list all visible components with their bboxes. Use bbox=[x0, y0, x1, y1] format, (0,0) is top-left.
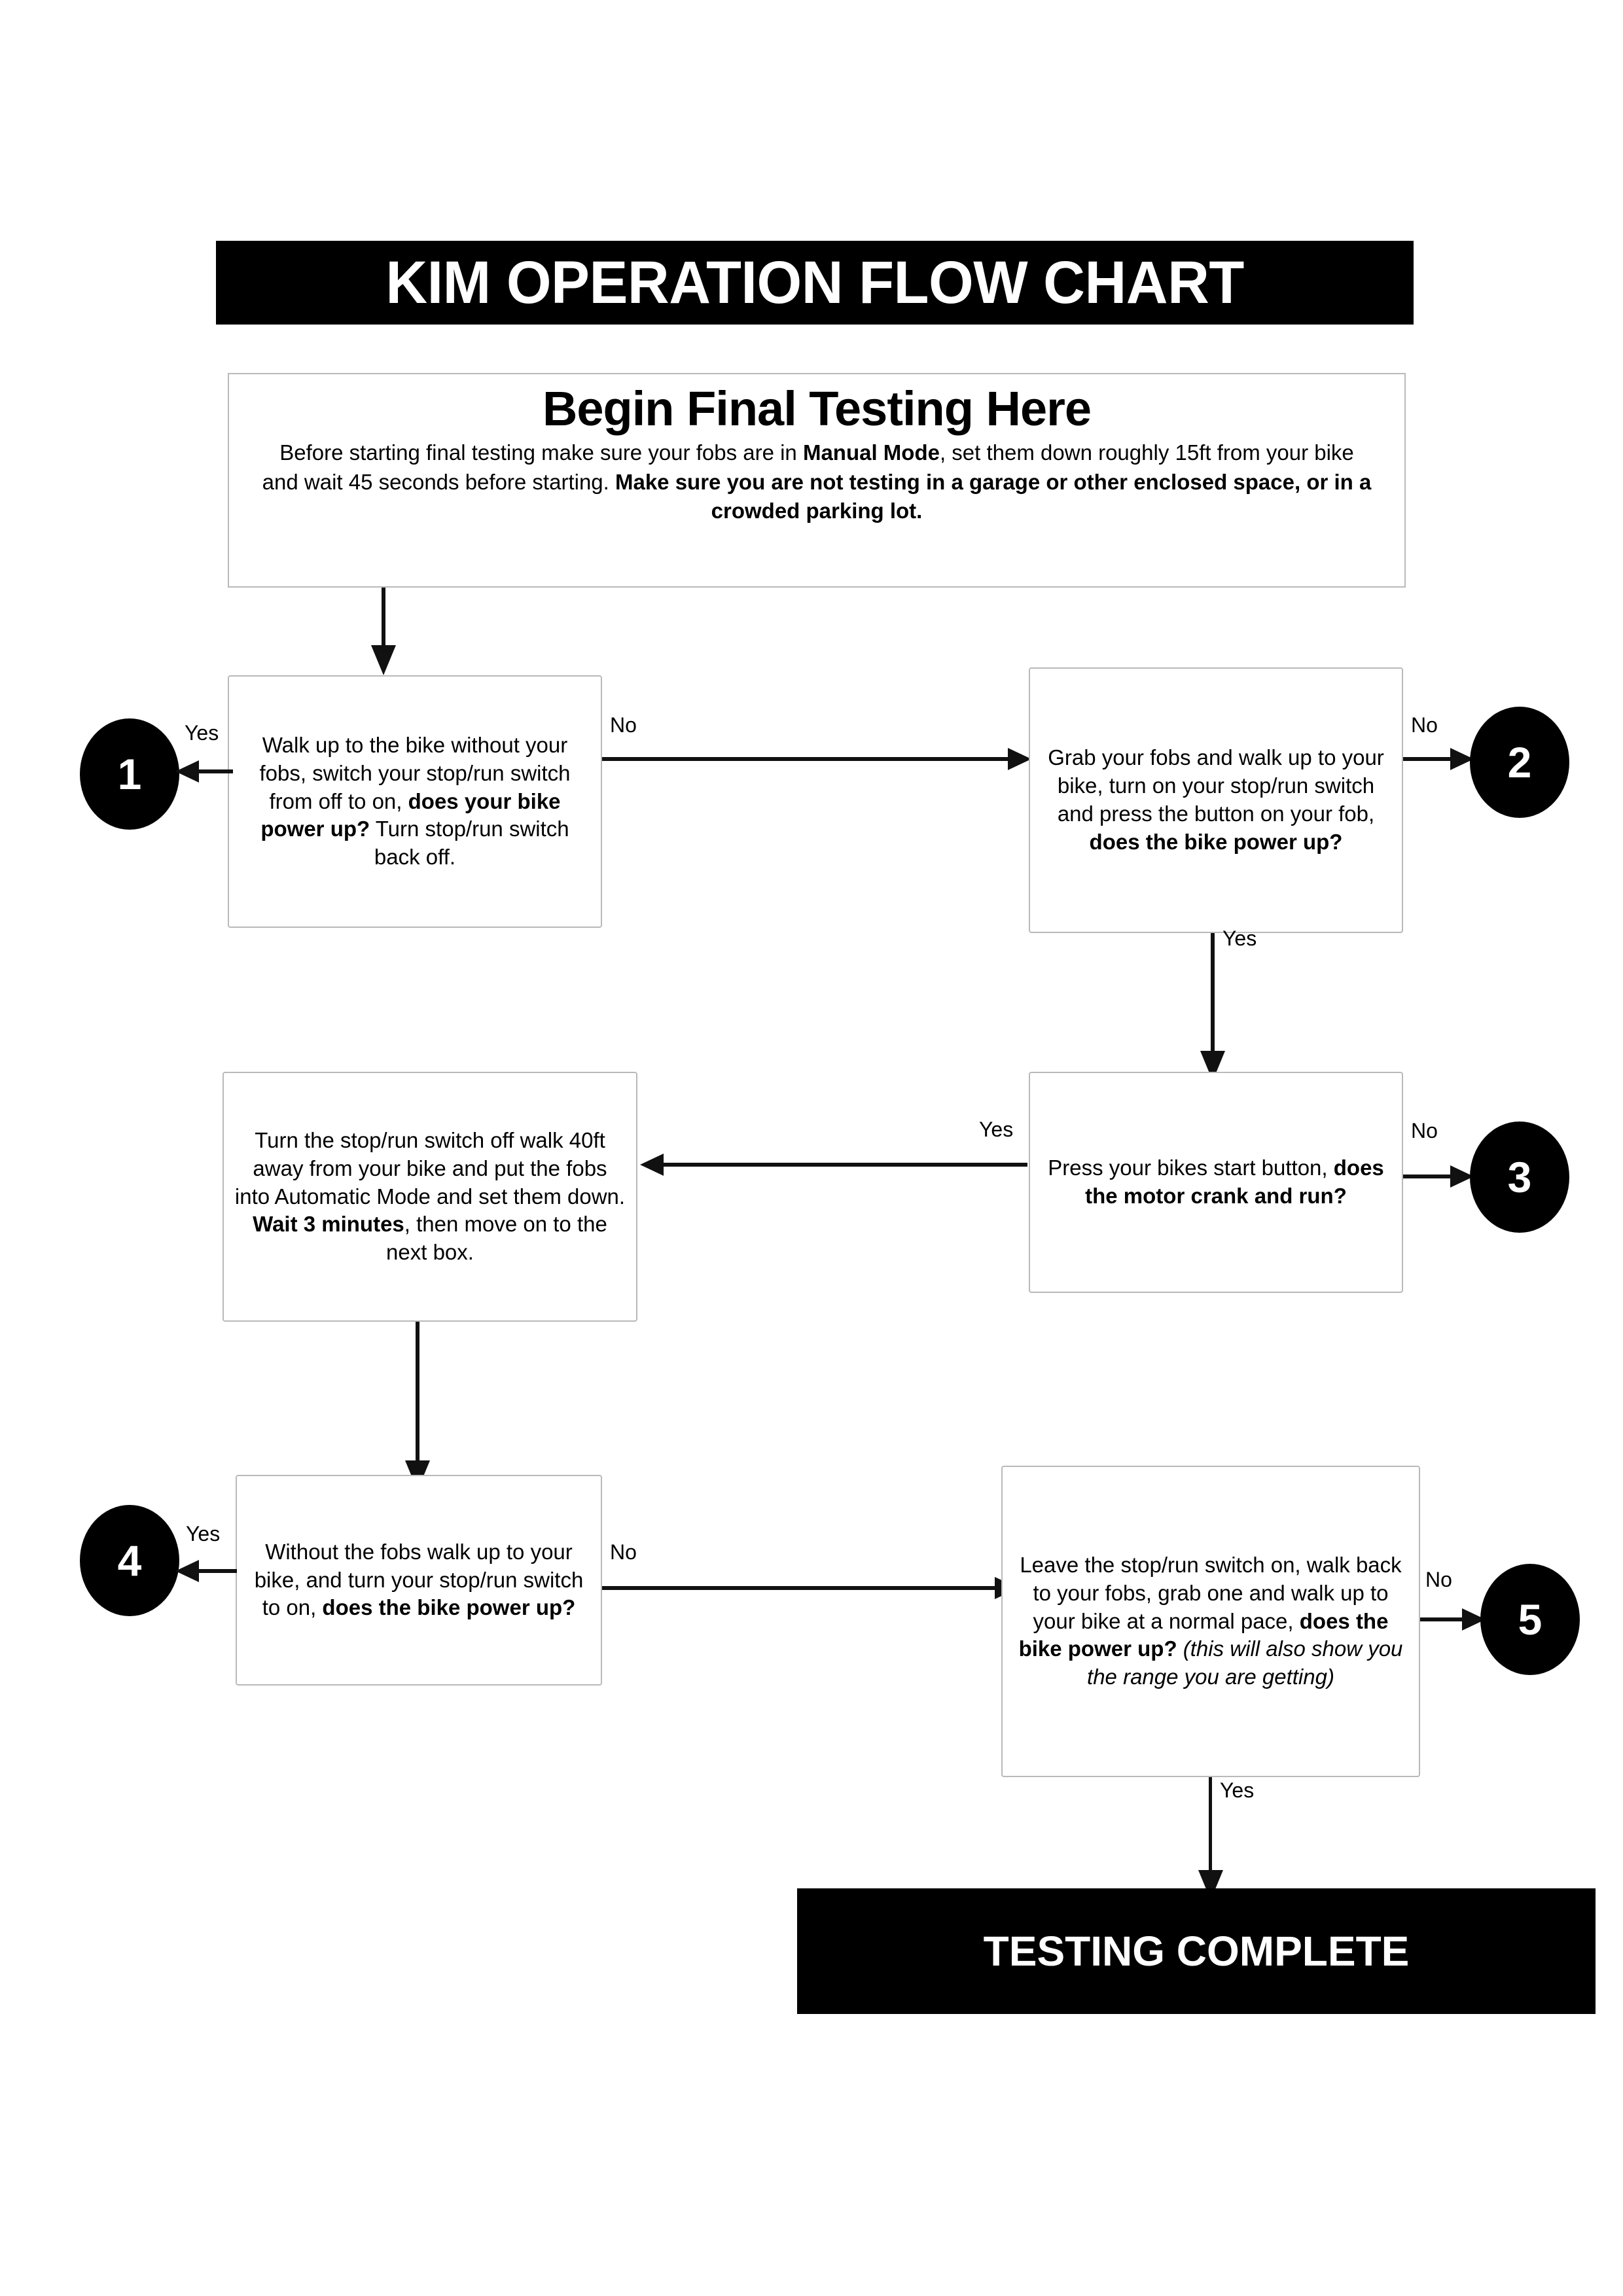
intro-line3-b: not testing in a garage or other enclose… bbox=[711, 469, 1372, 523]
edge-box4-no-line bbox=[602, 1586, 1000, 1590]
box-3-start-button-crank: Press your bikes start button, does the … bbox=[1029, 1072, 1403, 1293]
box-1-text-c: Turn stop/run switch back off. bbox=[370, 817, 569, 870]
box-3-text: Press your bikes start button, does the … bbox=[1039, 1154, 1393, 1210]
edge-label-box4-yes: Yes bbox=[186, 1522, 221, 1545]
box-wait-text: Turn the stop/run switch off walk 40ft a… bbox=[233, 1127, 627, 1267]
result-circle-3: 3 bbox=[1470, 1122, 1569, 1233]
box-1-text-b: does your bike power up? bbox=[260, 788, 561, 841]
edge-box3-no-line bbox=[1403, 1174, 1455, 1178]
box-1-text: Walk up to the bike without your fobs, s… bbox=[238, 732, 592, 872]
box-wait-automatic-mode: Turn the stop/run switch off walk 40ft a… bbox=[223, 1072, 637, 1322]
edge-box4-yes-arrow bbox=[175, 1560, 199, 1582]
box-1-power-up-no-fobs: Walk up to the bike without your fobs, s… bbox=[228, 675, 602, 928]
box-3-text-a: Press your bikes start button, bbox=[1048, 1156, 1334, 1180]
box-2-fob-button-power-up: Grab your fobs and walk up to your bike,… bbox=[1029, 667, 1403, 933]
intro-heading: Begin Final Testing Here bbox=[542, 381, 1092, 436]
box-wait-text-a: Turn the stop/run switch off walk 40ft a… bbox=[234, 1127, 626, 1209]
chart-title: KIM OPERATION FLOW CHART bbox=[385, 249, 1244, 316]
result-circle-2: 2 bbox=[1470, 707, 1569, 818]
edge-label-box2-yes: Yes bbox=[1222, 927, 1257, 950]
box-1-text-a: Walk up to the bike without your fobs, s… bbox=[259, 732, 571, 813]
intro-line2-b: Make sure you are bbox=[615, 469, 804, 494]
connector-intro-to-box1-arrow bbox=[371, 645, 396, 675]
connector-wait-to-box4-line bbox=[416, 1322, 419, 1464]
edge-box2-no-line bbox=[1403, 757, 1455, 761]
edge-label-box5-no: No bbox=[1425, 1568, 1452, 1591]
edge-box3-yes-line bbox=[661, 1163, 1027, 1167]
box-5-text-c: (this will also show you the range you a… bbox=[1087, 1636, 1403, 1689]
box-5-text-a: Leave the stop/run switch on, walk back … bbox=[1020, 1552, 1402, 1633]
edge-box1-no-arrow bbox=[1008, 748, 1031, 770]
box-wait-text-c: , then move on to the next box. bbox=[386, 1212, 607, 1265]
result-circle-1: 1 bbox=[80, 718, 179, 830]
result-circle-3-label: 3 bbox=[1507, 1153, 1532, 1201]
result-circle-5: 5 bbox=[1480, 1564, 1580, 1675]
edge-label-box3-no: No bbox=[1411, 1119, 1438, 1142]
box-2-text-a: Grab your fobs and walk up to your bike,… bbox=[1048, 745, 1384, 826]
edge-box5-yes-line bbox=[1209, 1777, 1212, 1875]
intro-line1-c: , set them down bbox=[939, 440, 1092, 465]
edge-label-box2-no: No bbox=[1411, 713, 1438, 737]
edge-label-box1-yes: Yes bbox=[185, 721, 219, 745]
terminal-label: TESTING COMPLETE bbox=[983, 1928, 1410, 1975]
edge-label-box3-yes: Yes bbox=[979, 1118, 1014, 1141]
edge-box1-no-line bbox=[602, 757, 1013, 761]
edge-label-box5-yes: Yes bbox=[1220, 1778, 1255, 1802]
edge-label-box1-no: No bbox=[610, 713, 637, 737]
connector-intro-to-box1-line bbox=[382, 588, 385, 649]
edge-label-box4-no: No bbox=[610, 1540, 637, 1564]
edge-box3-yes-arrow bbox=[640, 1154, 664, 1176]
edge-box1-yes-line bbox=[196, 769, 233, 773]
result-circle-1-label: 1 bbox=[117, 750, 142, 798]
intro-line2-a: roughly 15ft from your bike and wait 45 … bbox=[262, 440, 1354, 494]
result-circle-2-label: 2 bbox=[1507, 738, 1532, 786]
box-wait-text-b: Wait 3 minutes bbox=[253, 1212, 404, 1237]
edge-box5-no-line bbox=[1420, 1617, 1467, 1621]
edge-box2-yes-line bbox=[1211, 933, 1215, 1055]
box-3-text-b: does the motor crank and run? bbox=[1085, 1156, 1384, 1208]
intro-box: Begin Final Testing Here Before starting… bbox=[228, 373, 1406, 588]
result-circle-5-label: 5 bbox=[1518, 1595, 1543, 1644]
terminal-testing-complete: TESTING COMPLETE bbox=[797, 1888, 1596, 2014]
box-4-text-b: does the bike power up? bbox=[322, 1595, 576, 1620]
result-circle-4-label: 4 bbox=[117, 1536, 142, 1585]
intro-manual-mode: Manual Mode bbox=[802, 440, 940, 465]
box-2-text-b: does the bike power up? bbox=[1089, 829, 1343, 854]
chart-title-bar: KIM OPERATION FLOW CHART bbox=[216, 241, 1414, 325]
box-2-text: Grab your fobs and walk up to your bike,… bbox=[1039, 744, 1393, 857]
box-4-no-fobs-power-up: Without the fobs walk up to your bike, a… bbox=[236, 1475, 602, 1686]
result-circle-4: 4 bbox=[80, 1505, 179, 1616]
box-5-range-check: Leave the stop/run switch on, walk back … bbox=[1001, 1466, 1420, 1777]
intro-line1-a: Before starting final testing make sure … bbox=[279, 440, 803, 465]
intro-body: Before starting final testing make sure … bbox=[260, 438, 1373, 525]
box-4-text-a: Without the fobs walk up to your bike, a… bbox=[254, 1539, 584, 1620]
box-5-text: Leave the stop/run switch on, walk back … bbox=[1012, 1551, 1410, 1691]
box-4-text: Without the fobs walk up to your bike, a… bbox=[246, 1538, 592, 1623]
edge-box1-yes-arrow bbox=[175, 760, 199, 783]
box-5-text-b: does the bike power up? bbox=[1018, 1608, 1389, 1661]
edge-box4-yes-line bbox=[196, 1569, 237, 1573]
